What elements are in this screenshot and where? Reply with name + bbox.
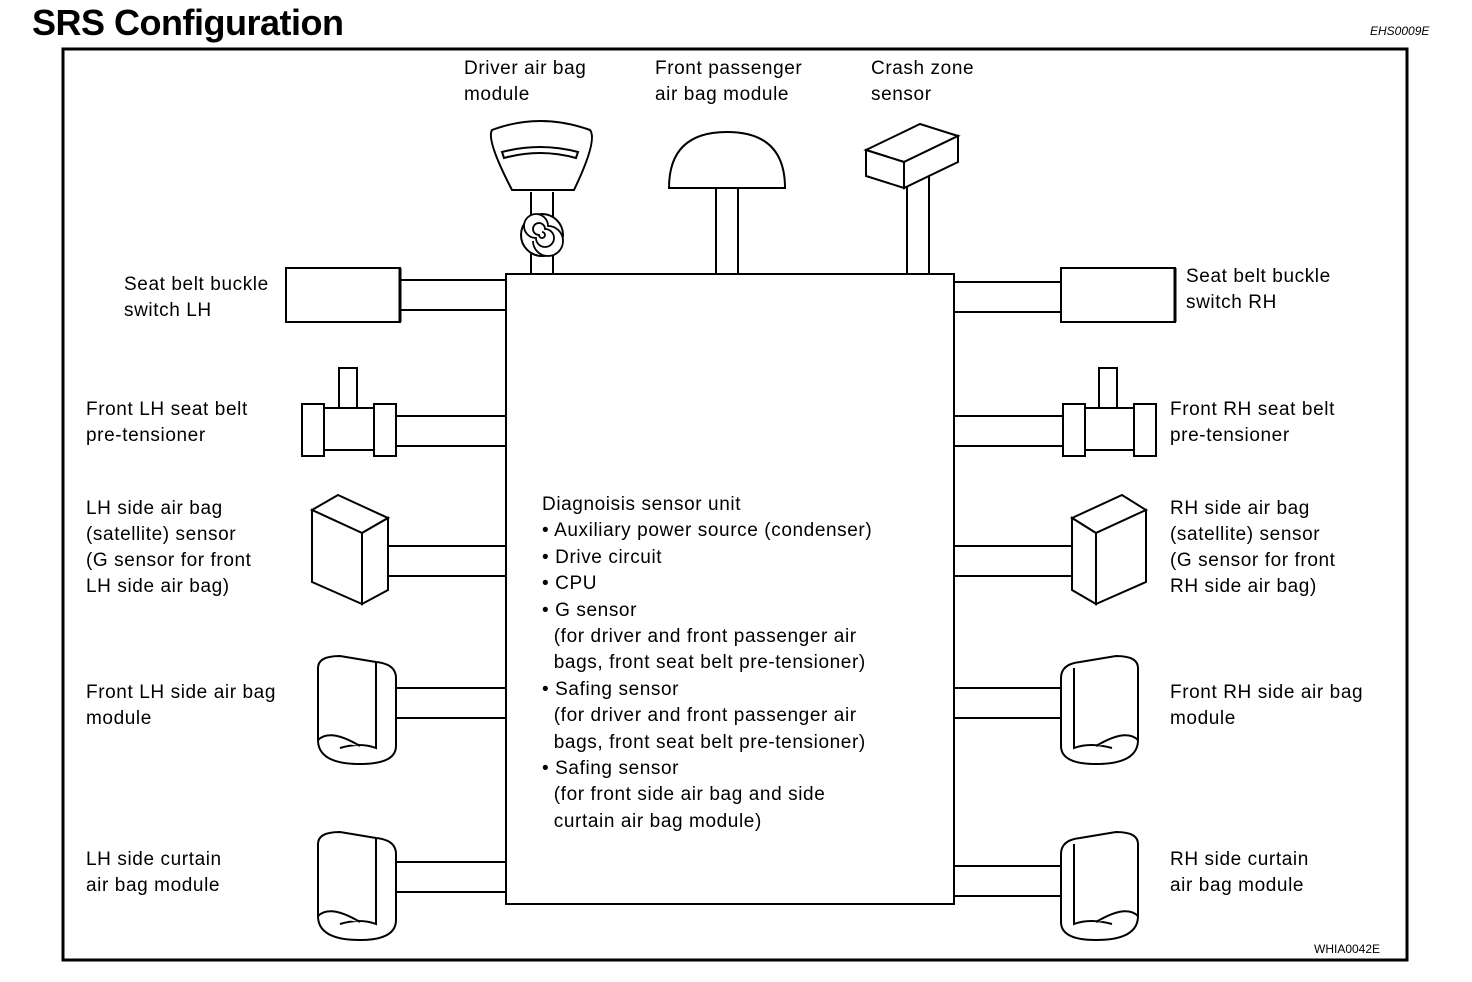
diagnosis-unit-item: • Auxiliary power source (condenser) — [542, 520, 873, 542]
buckle-rh-harness — [954, 281, 1061, 313]
crash-sensor-harness — [906, 172, 930, 274]
side-sensor-lh-shape — [309, 493, 391, 606]
curtain-rh-harness — [954, 865, 1061, 897]
side-sensor-rh-harness — [954, 545, 1072, 577]
label-buckle-switch-rh: Seat belt buckle switch RH — [1186, 266, 1331, 313]
passenger-airbag-harness — [715, 188, 739, 274]
driver-airbag-module-shape — [489, 120, 593, 257]
diagnosis-unit-text: Diagnoisis sensor unit • Auxiliary power… — [542, 492, 872, 835]
side-airbag-rh-harness — [954, 687, 1061, 719]
diagnosis-sensor-unit-box — [505, 273, 955, 905]
diagnosis-unit-item: • G sensor — [542, 599, 638, 621]
label-side-airbag-lh: Front LH side air bag module — [86, 682, 277, 729]
curtain-lh-harness — [396, 861, 506, 893]
diagnosis-unit-item: (for driver and front passenger air — [542, 705, 857, 727]
label-pretensioner-lh: Front LH seat belt pre-tensioner — [86, 399, 248, 446]
diagram-frame — [61, 47, 1409, 962]
label-side-sensor-lh: LH side air bag (satellite) sensor (G se… — [86, 498, 252, 597]
diagnosis-unit-item: curtain air bag module) — [542, 810, 762, 832]
label-buckle-switch-lh: Seat belt buckle switch LH — [124, 274, 269, 321]
pretensioner-lh-shape — [301, 367, 397, 457]
label-side-airbag-rh: Front RH side air bag module — [1170, 682, 1364, 729]
document-code: EHS0009E — [1370, 24, 1430, 38]
pretensioner-rh-harness — [954, 415, 1063, 447]
buckle-lh-harness — [400, 279, 506, 311]
diagnosis-unit-item: • Safing sensor — [542, 758, 680, 780]
passenger-airbag-module-shape — [667, 130, 787, 189]
buckle-switch-rh-shape — [1060, 267, 1176, 323]
crash-zone-sensor-shape — [863, 122, 961, 190]
label-passenger-airbag-module: Front passenger air bag module — [655, 58, 803, 105]
curtain-airbag-rh-shape — [1060, 830, 1139, 942]
side-airbag-rh-shape — [1060, 654, 1139, 766]
diagnosis-unit-item: bags, front seat belt pre-tensioner) — [542, 731, 866, 753]
diagnosis-unit-item: • Safing sensor — [542, 678, 680, 700]
label-pretensioner-rh: Front RH seat belt pre-tensioner — [1170, 399, 1335, 446]
diagnosis-unit-item: • CPU — [542, 573, 598, 595]
label-driver-airbag-module: Driver air bag module — [464, 58, 587, 105]
pretensioner-lh-harness — [396, 415, 506, 447]
curtain-airbag-lh-shape — [317, 830, 397, 942]
side-sensor-rh-shape — [1069, 493, 1149, 606]
diagnosis-unit-item: (for front side air bag and side — [542, 784, 826, 806]
diagnosis-unit-title: Diagnoisis sensor unit — [542, 494, 742, 515]
label-crash-zone-sensor: Crash zone sensor — [871, 58, 975, 105]
side-airbag-lh-shape — [317, 654, 397, 766]
pretensioner-rh-shape — [1062, 367, 1157, 457]
diagnosis-unit-item: • Drive circuit — [542, 546, 663, 568]
page-title: SRS Configuration — [32, 2, 344, 43]
label-curtain-airbag-lh: LH side curtain air bag module — [86, 849, 222, 896]
side-sensor-lh-harness — [388, 545, 506, 577]
buckle-switch-lh-shape — [285, 267, 401, 323]
label-side-sensor-rh: RH side air bag (satellite) sensor (G se… — [1170, 498, 1336, 597]
figure-code: WHIA0042E — [1314, 942, 1381, 956]
diagnosis-unit-item: bags, front seat belt pre-tensioner) — [542, 652, 866, 674]
side-airbag-lh-harness — [396, 687, 506, 719]
label-curtain-airbag-rh: RH side curtain air bag module — [1170, 849, 1309, 896]
diagnosis-unit-item: (for driver and front passenger air — [542, 626, 857, 648]
